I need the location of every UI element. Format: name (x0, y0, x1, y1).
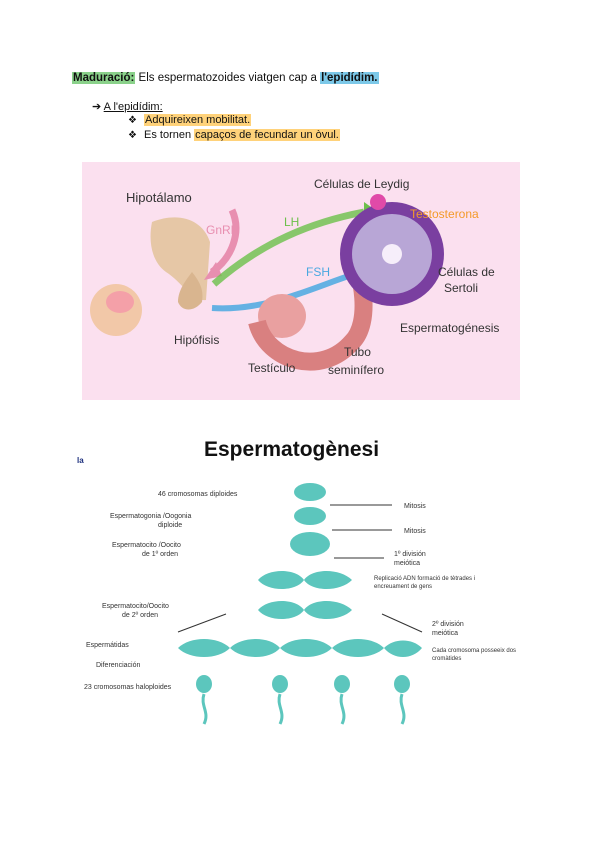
label-espermatocito1-2: de 1º orden (142, 551, 178, 558)
sperm-tail (339, 693, 346, 725)
label-hipofisis: Hipófisis (174, 333, 219, 347)
arrow-icon: ➔ (92, 101, 102, 113)
label-46-chromosomes: 46 cromosomas diploides (158, 491, 238, 498)
label-23-chromosomes: 23 cromosomas haloploides (84, 684, 172, 691)
label-tubo-2: seminífero (328, 363, 384, 377)
bullet-item: ❖ Adquireixen mobilitat. (128, 114, 252, 126)
label-sertoli-2: Sertoli (444, 281, 478, 295)
bullet-item: ❖ Es tornen capaços de fecundar un òvul. (128, 129, 340, 141)
label-sertoli-1: Células de (438, 265, 495, 279)
maturation-label: Maduració: (72, 72, 136, 84)
label-testiculo: Testículo (248, 361, 296, 375)
division-arrow (177, 613, 227, 633)
gnrh-arrowhead (204, 262, 222, 280)
pituitary-shape (178, 272, 203, 310)
label-chromatid-2: cromàtides (432, 656, 461, 662)
label-espermatogenesis: Espermatogénesis (400, 321, 499, 335)
label-espermatocito2-2: de 2º orden (122, 612, 158, 619)
diamond-bullet-icon: ❖ (128, 130, 137, 141)
sperm-head (196, 675, 212, 693)
bullet-text-1: Adquireixen mobilitat. (144, 114, 252, 126)
spermatogenesis-svg: 46 cromosomas diploides Espermatogonia /… (84, 483, 516, 725)
sperm-head (394, 675, 410, 693)
epididymis-heading-text: A l'epidídim: (103, 101, 163, 113)
tubule-lumen (382, 244, 402, 264)
sperm-tail (201, 693, 208, 725)
label-meiotic1-2: meiótica (394, 560, 420, 567)
hormone-diagram-svg: Hipotálamo GnRH LH FSH Células de Leydig… (90, 177, 499, 377)
label-meiotic2-1: 2º división (432, 621, 464, 628)
label-replication-1: Replicació ADN formació de tètrades i (374, 576, 475, 582)
epididymis-term: l'epidídim. (320, 72, 379, 84)
label-leydig: Células de Leydig (314, 177, 409, 191)
cell-division-1 (258, 571, 352, 589)
label-espermatogonia-1: Espermatogonia /Oogonia (110, 513, 191, 520)
leydig-cell (370, 194, 386, 210)
sperm-head (334, 675, 350, 693)
label-lh: LH (284, 215, 299, 229)
sperm-tail (399, 693, 406, 725)
label-diferenciacion: Diferenciación (96, 662, 140, 669)
bullet-text-2-highlight: capaços de fecundar un òvul. (194, 129, 340, 141)
sperm-tail (277, 693, 284, 725)
stray-mark: la (77, 456, 84, 465)
sperm-head (272, 675, 288, 693)
cell-espermatocito-2 (258, 601, 352, 619)
label-espermatocito2-1: Espermatocito/Oocito (102, 603, 169, 610)
label-gnrh: GnRH (206, 223, 239, 237)
maturation-text: Els espermatozoides viatgen cap a (135, 72, 321, 84)
cell-espermatogonia (294, 507, 326, 525)
hormone-regulation-diagram: Hipotálamo GnRH LH FSH Células de Leydig… (82, 162, 520, 400)
label-hipotalamo: Hipotálamo (126, 190, 192, 205)
label-testosterona: Testosterona (410, 207, 479, 221)
label-espermatogonia-2: diploide (158, 522, 182, 529)
label-meiotic1-1: 1º división (394, 551, 426, 558)
cell-espermatocito-1 (290, 532, 330, 556)
label-espermatocito1-1: Espermatocito /Oocito (112, 542, 181, 549)
bullet-text-2-prefix: Es tornen (144, 129, 195, 141)
lh-arrow (211, 208, 365, 287)
epididymis-heading: ➔ A l'epidídim: (92, 100, 163, 113)
brain-icon (106, 291, 134, 313)
label-fsh: FSH (306, 265, 330, 279)
cell-diploid (294, 483, 326, 501)
spermatogenesis-title: Espermatogènesi (204, 438, 380, 461)
diamond-bullet-icon: ❖ (128, 115, 137, 126)
spermatogenesis-diagram: 46 cromosomas diploides Espermatogonia /… (82, 472, 522, 734)
cell-espermatidas (178, 639, 422, 657)
label-replication-2: encreuament de gens (374, 584, 432, 590)
label-meiotic2-2: meiótica (432, 630, 458, 637)
testicle-shape (258, 294, 306, 338)
label-mitosis-2: Mitosis (404, 528, 426, 535)
maturation-line: Maduració: Els espermatozoides viatgen c… (72, 72, 379, 84)
label-tubo-1: Tubo (344, 345, 371, 359)
division-arrow (381, 613, 423, 633)
label-espermatidas: Espermátidas (86, 642, 129, 649)
label-mitosis-1: Mitosis (404, 503, 426, 510)
label-chromatid-1: Cada cromosoma posseeix dos (432, 648, 516, 654)
